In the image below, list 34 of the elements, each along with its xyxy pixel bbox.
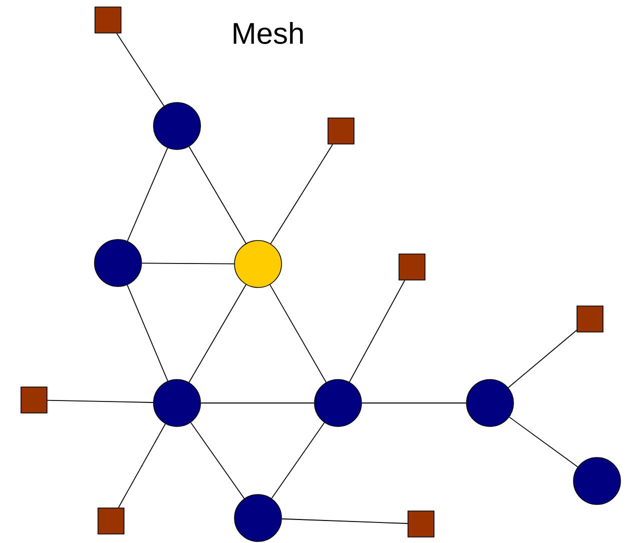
title: Mesh <box>234 22 303 44</box>
connector-line <box>271 422 325 499</box>
connector-line <box>46 400 154 403</box>
connector-line <box>118 423 166 508</box>
connector-line <box>141 262 235 264</box>
square-node <box>576 306 604 332</box>
connector-line <box>190 422 245 499</box>
circle-node <box>314 379 362 427</box>
connector-line <box>188 146 246 244</box>
connector-line <box>200 402 315 404</box>
connector-line <box>361 402 467 404</box>
square-node <box>20 386 48 414</box>
connector-line <box>127 148 168 242</box>
circle-node <box>573 457 621 505</box>
connector-line <box>508 416 578 468</box>
connector-line <box>270 144 334 244</box>
circle-node <box>94 239 142 287</box>
connector-line <box>348 280 406 382</box>
circle-node <box>466 379 514 427</box>
square-node <box>94 6 122 34</box>
circle-node <box>153 379 201 427</box>
circle-node <box>153 102 201 150</box>
square-node <box>408 510 434 538</box>
square-node <box>398 254 426 280</box>
square-node <box>98 508 124 534</box>
circle-node <box>234 494 282 542</box>
connector-line <box>126 284 168 382</box>
connector-line <box>281 518 408 524</box>
connector-line <box>188 284 246 383</box>
circle-node <box>234 240 282 288</box>
square-node <box>328 118 354 144</box>
connector-line <box>508 330 578 388</box>
connector-line <box>116 32 164 106</box>
connector-line <box>269 284 327 383</box>
